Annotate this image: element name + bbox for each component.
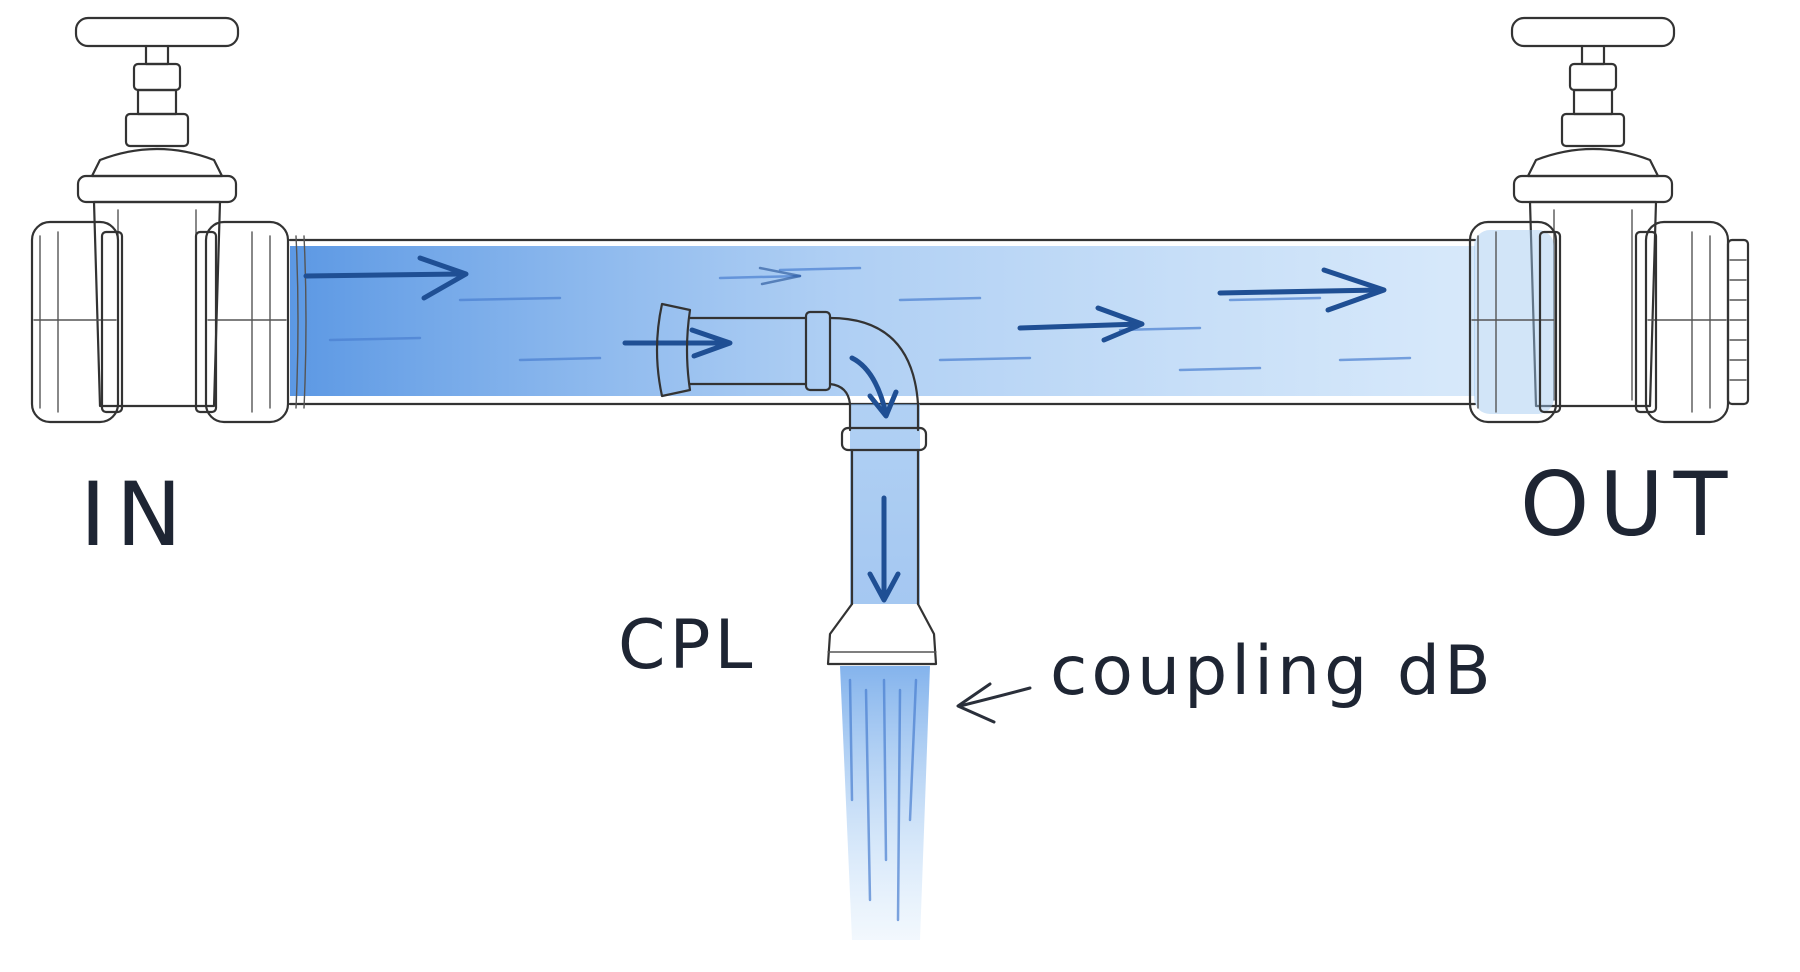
flow-arrow bbox=[1017, 321, 1143, 331]
arrowhead bbox=[1321, 267, 1387, 313]
valve-icon bbox=[30, 16, 290, 424]
arrowhead bbox=[689, 327, 733, 359]
out-label: OUT bbox=[1520, 453, 1737, 556]
arrowhead bbox=[1095, 305, 1145, 343]
flow-arrow bbox=[303, 271, 465, 279]
main-pipe bbox=[288, 235, 1477, 409]
arrowhead bbox=[867, 571, 901, 603]
annotation-arrow bbox=[956, 682, 1032, 724]
arrowhead bbox=[417, 255, 469, 301]
main-pipe-water bbox=[290, 246, 1475, 396]
flow-arrows bbox=[303, 255, 1387, 359]
arrowhead bbox=[867, 389, 899, 419]
flow-arrow bbox=[849, 355, 889, 417]
flow-arrow bbox=[1217, 287, 1383, 296]
coupling-db-label: coupling dB bbox=[1050, 632, 1495, 711]
elbow-pipe bbox=[655, 302, 938, 666]
in-label: IN bbox=[80, 463, 192, 566]
water-stream bbox=[840, 666, 930, 940]
valve-icon bbox=[1468, 16, 1750, 424]
cpl-label: CPL bbox=[618, 606, 756, 685]
